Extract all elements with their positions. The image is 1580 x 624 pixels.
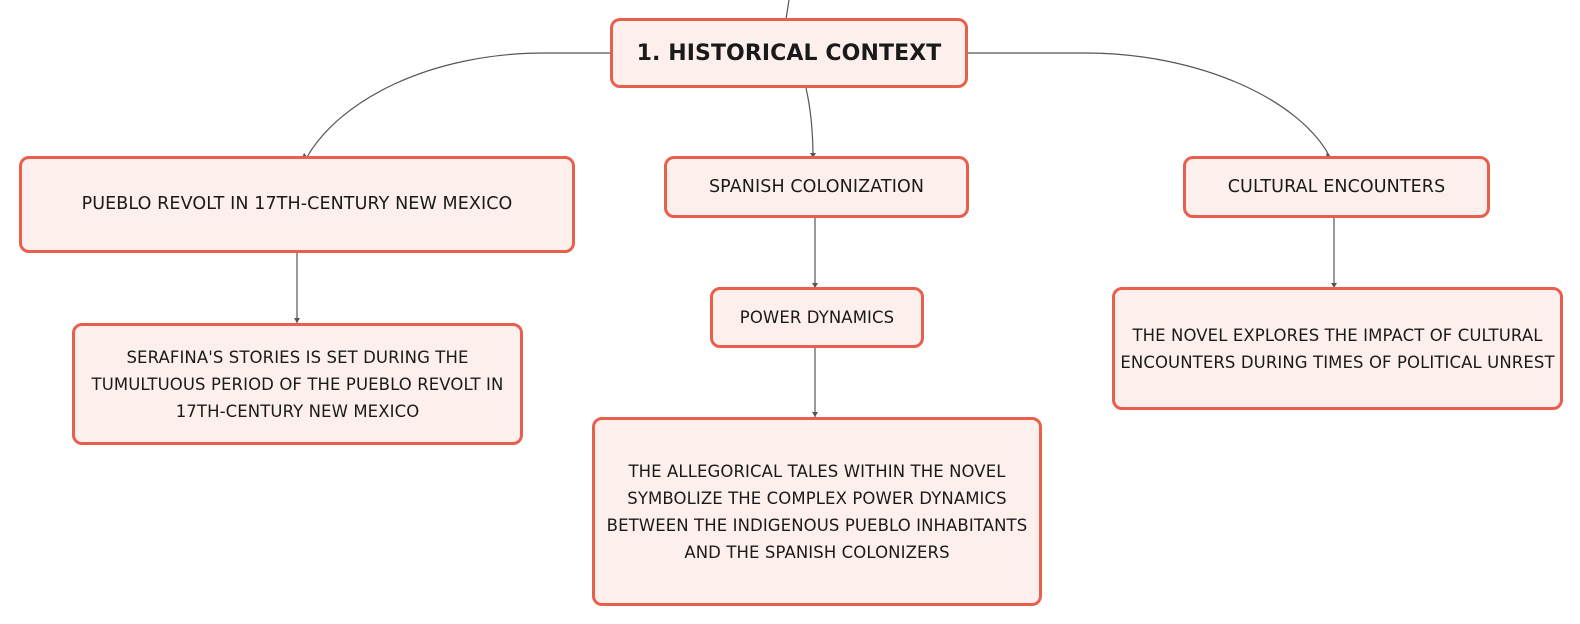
connector-root-to-pueblo [306, 52, 611, 158]
pueblo-revolt-label: PUEBLO REVOLT IN 17TH-CENTURY NEW MEXICO [81, 194, 513, 214]
arrowhead-spanish [810, 153, 816, 158]
connector-parent-to-root [785, 0, 790, 20]
arrowhead-power-detail [812, 412, 818, 417]
pueblo-revolt-node[interactable]: PUEBLO REVOLT IN 17TH-CENTURY NEW MEXICO [19, 156, 575, 253]
root-node-label: 1. HISTORICAL CONTEXT [636, 40, 942, 66]
power-dynamics-detail-text: THE ALLEGORICAL TALES WITHIN THE NOVEL S… [606, 461, 1028, 562]
arrowhead-pueblo-detail [294, 318, 300, 323]
spanish-colonization-label: SPANISH COLONIZATION [708, 176, 925, 197]
arrowhead-cultural-detail [1331, 283, 1337, 288]
connector-root-to-spanish [805, 87, 814, 158]
connector-root-to-cultural [966, 52, 1331, 158]
cultural-encounters-label: CULTURAL ENCOUNTERS [1227, 176, 1446, 197]
cultural-encounters-node[interactable]: CULTURAL ENCOUNTERS [1183, 156, 1490, 218]
arrowhead-power [812, 283, 818, 288]
cultural-encounters-detail-text: THE NOVEL EXPLORES THE IMPACT OF CULTURA… [1120, 325, 1555, 372]
power-dynamics-node[interactable]: POWER DYNAMICS [710, 287, 924, 348]
power-dynamics-label: POWER DYNAMICS [739, 308, 895, 327]
pueblo-revolt-detail-text: SERAFINA'S STORIES IS SET DURING THE TUM… [91, 347, 504, 421]
cultural-encounters-detail-node[interactable]: THE NOVEL EXPLORES THE IMPACT OF CULTURA… [1112, 287, 1563, 410]
pueblo-revolt-detail-node[interactable]: SERAFINA'S STORIES IS SET DURING THE TUM… [72, 323, 523, 445]
root-node[interactable]: 1. HISTORICAL CONTEXT [610, 18, 968, 88]
power-dynamics-detail-node[interactable]: THE ALLEGORICAL TALES WITHIN THE NOVEL S… [592, 417, 1042, 606]
spanish-colonization-node[interactable]: SPANISH COLONIZATION [664, 156, 969, 218]
